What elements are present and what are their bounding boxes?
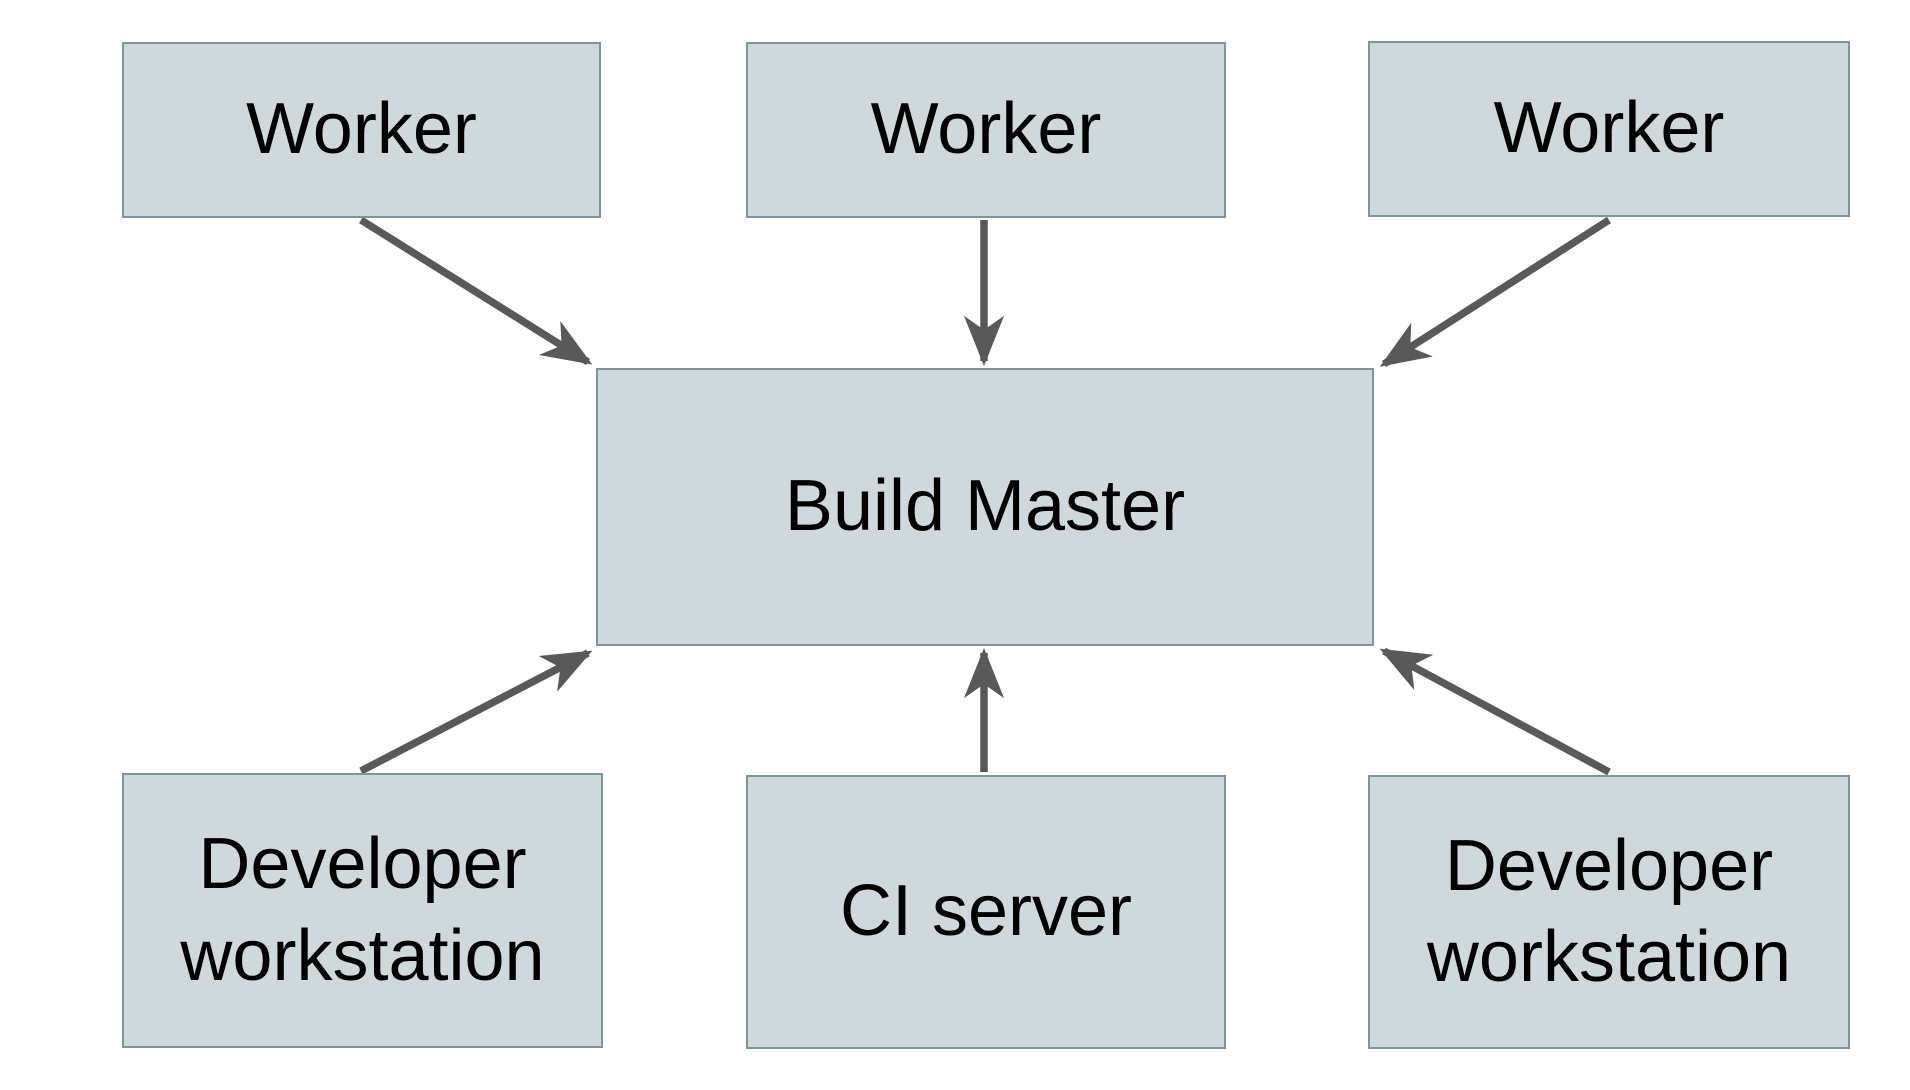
node-worker-2-label: Worker (870, 89, 1102, 170)
node-worker-1-label: Worker (246, 89, 477, 170)
node-dev-workstation-left: Developer workstation (122, 773, 603, 1048)
node-build-master-label: Build Master (784, 466, 1186, 547)
arrow-devworkstation-left-to-buildmaster (359, 649, 593, 775)
node-worker-1: Worker (122, 42, 601, 218)
node-ci-server: CI server (746, 775, 1226, 1049)
arrow-worker3-to-buildmaster (1379, 216, 1612, 368)
node-dev-workstation-right-label: Developer workstation (1426, 825, 1792, 997)
node-worker-2: Worker (746, 42, 1226, 218)
node-worker-3-label: Worker (1493, 88, 1725, 169)
arrow-devworkstation-right-to-buildmaster (1379, 647, 1611, 776)
node-dev-workstation-left-label: Developer workstation (180, 824, 545, 996)
arrow-worker1-to-buildmaster (359, 216, 593, 366)
node-build-master: Build Master (596, 368, 1374, 646)
node-dev-workstation-right: Developer workstation (1368, 775, 1850, 1049)
node-ci-server-label: CI server (839, 871, 1133, 952)
node-worker-3: Worker (1368, 41, 1850, 217)
